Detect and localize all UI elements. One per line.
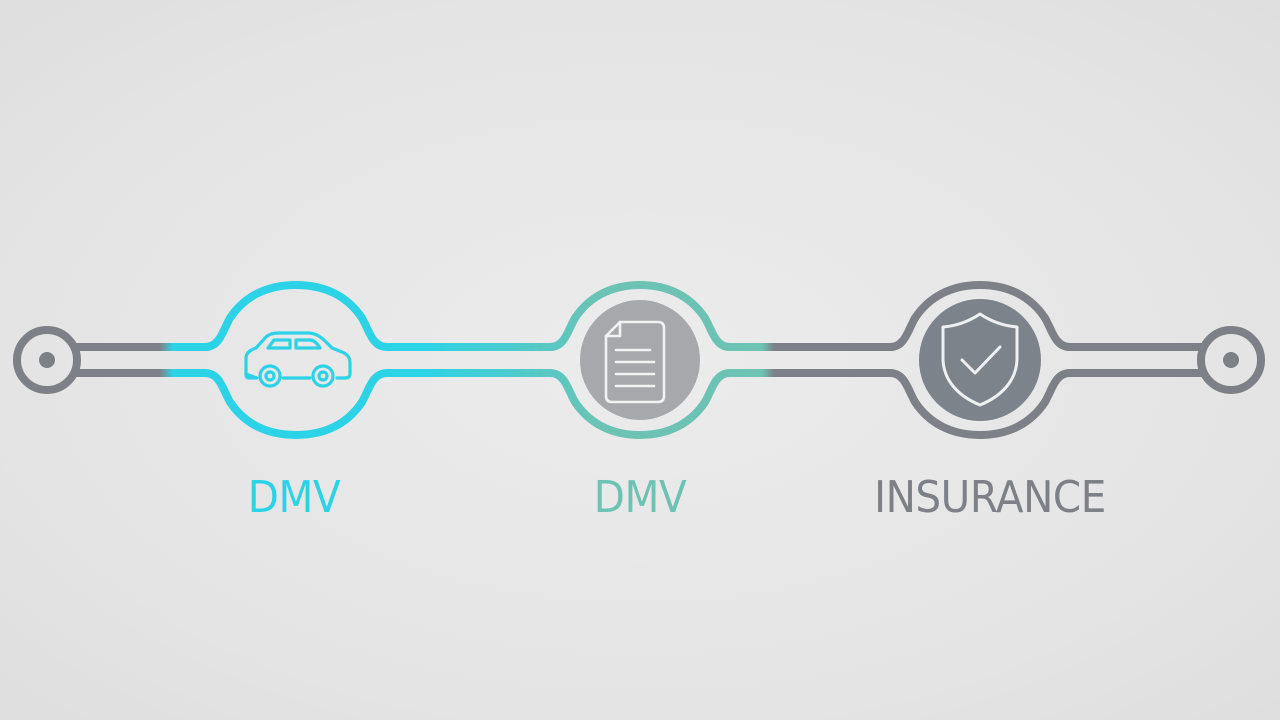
end-node [1197,326,1265,394]
start-node [13,326,81,394]
document-icon [604,320,666,404]
shield-check-icon [941,312,1019,407]
track-lower [71,369,1207,440]
step-node-3 [919,299,1041,421]
track-upper [71,280,1207,351]
car-icon [244,331,352,388]
step-node-2 [580,300,700,420]
step-label-3: INSURANCE [874,472,1106,523]
step-node-1 [244,331,352,388]
step-label-1: DMV [247,472,341,523]
step-label-2: DMV [593,472,687,523]
